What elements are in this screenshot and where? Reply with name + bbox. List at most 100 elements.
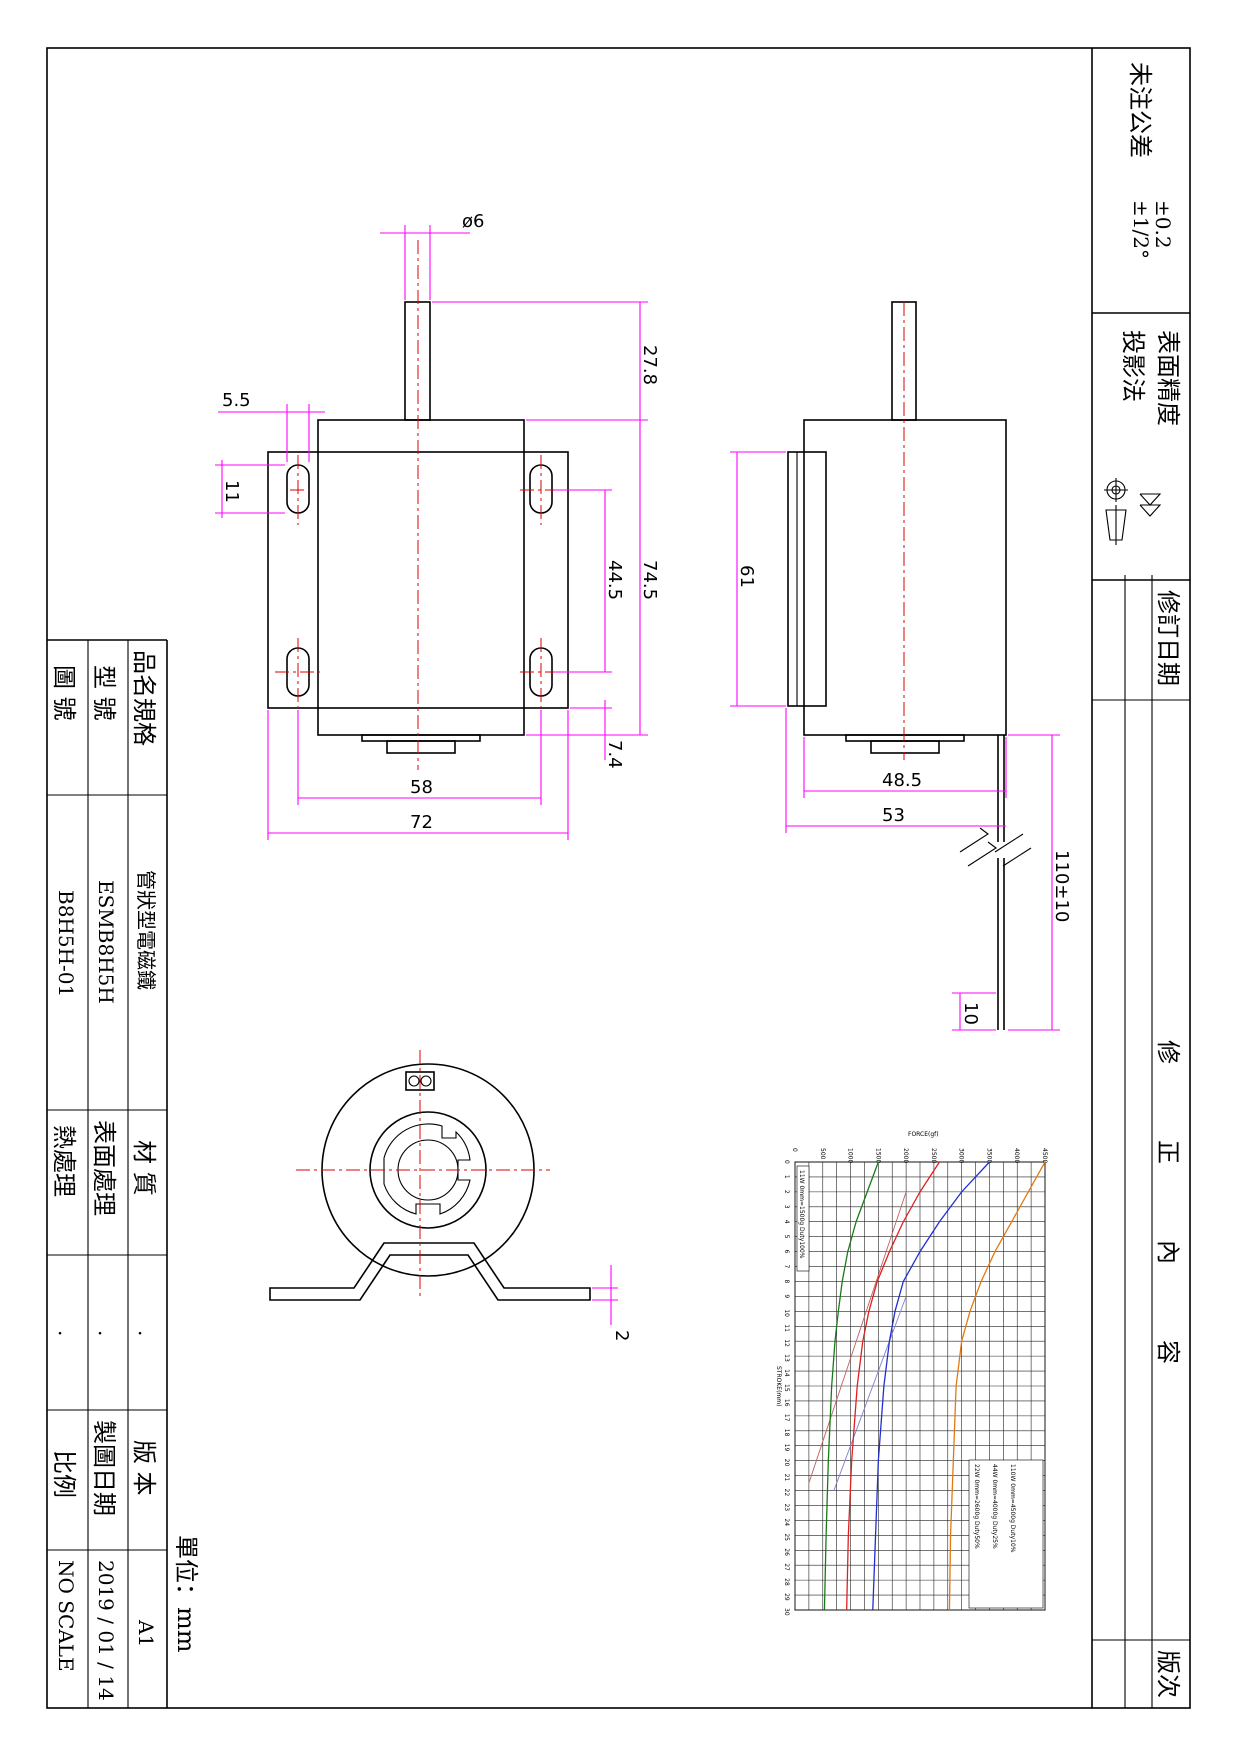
x-tick-label: 19 (783, 1444, 790, 1452)
x-tick-label: 17 (783, 1414, 790, 1422)
x-axis-label: STROKE(mm) (775, 1366, 782, 1406)
y-tick-label: 4000 (1013, 1148, 1020, 1163)
x-tick-label: 29 (783, 1593, 790, 1601)
y-tick-label: 2000 (902, 1148, 909, 1163)
lead-exit (405, 1071, 435, 1091)
x-tick-label: 24 (783, 1518, 790, 1526)
y-tick-label: 1000 (847, 1148, 854, 1163)
svg-text:修: 修 (1154, 1040, 1182, 1064)
y-tick-label: 4500 (1041, 1148, 1048, 1163)
x-tick-label: 14 (783, 1369, 790, 1377)
svg-text:內: 內 (1154, 1240, 1182, 1264)
x-tick-label: 18 (783, 1429, 790, 1437)
finish-triangles-icon (1139, 493, 1162, 517)
y-tick-label: 2500 (930, 1148, 937, 1163)
value-product-name: 管狀型電磁鐵 (134, 870, 158, 990)
mounting-slots (286, 464, 553, 697)
label-heat-treatment: 熱處理 (50, 1125, 78, 1197)
bottom-plate (361, 734, 481, 742)
x-tick-label: 6 (783, 1250, 790, 1254)
value-scale: NO SCALE (54, 1560, 78, 1672)
label-product-name: 品名規格 (130, 650, 158, 746)
y-tick-label: 0 (791, 1148, 798, 1152)
side-view (787, 301, 1032, 1030)
legend-entry: 44W 0mm=4000g Duty25% (991, 1464, 998, 1549)
revision-date-label: 修訂日期 (1154, 590, 1182, 686)
sheet-frame (46, 47, 1191, 1709)
projection-label: 投影法 (1119, 330, 1147, 402)
value-version: A1 (134, 1619, 158, 1647)
svg-text:容: 容 (1154, 1340, 1182, 1364)
dim-shaft-dia: ø6 (462, 211, 484, 232)
force-stroke-chart: 0123456789101112131415161718192021222324… (775, 1131, 1048, 1616)
legend-box-top (796, 1165, 810, 1272)
label-material: 材 質 (130, 1140, 158, 1196)
x-tick-label: 13 (783, 1354, 790, 1362)
dim-side-overall-depth: 53 (882, 805, 905, 826)
dim-side-bracket-height: 61 (736, 565, 757, 588)
bottom-boss (386, 740, 456, 754)
x-tick-label: 25 (783, 1533, 790, 1541)
x-tick-label: 10 (783, 1309, 790, 1317)
dim-lead-strip: 10 (960, 1002, 981, 1025)
revision-content-label: 修 正 內 容 (1154, 1040, 1182, 1364)
x-tick-label: 1 (783, 1175, 790, 1179)
x-tick-label: 11 (783, 1324, 790, 1332)
front-view (267, 240, 569, 770)
series-line-22w (846, 1161, 940, 1611)
dim-body-width: 58 (410, 777, 433, 798)
x-tick-label: 3 (783, 1205, 790, 1209)
x-tick-label: 16 (783, 1399, 790, 1407)
x-tick-label: 8 (783, 1279, 790, 1283)
solenoid-body (317, 419, 525, 736)
x-tick-label: 22 (783, 1489, 790, 1497)
surface-projection-note: 表面精度 投影法 (1104, 330, 1182, 545)
y-axis-label: FORCE(gf) (908, 1131, 939, 1138)
end-bore (369, 1111, 487, 1229)
label-surface-treatment: 表面處理 (90, 1120, 118, 1216)
value-drawing-date: 2019 / 01 / 14 (94, 1560, 118, 1701)
label-scale: 比例 (50, 1450, 78, 1498)
label-drawing-date: 製圖日期 (90, 1420, 118, 1516)
side-body (803, 419, 1007, 736)
series-line-44w (872, 1161, 990, 1611)
x-tick-label: 26 (783, 1548, 790, 1556)
x-tick-label: 27 (783, 1563, 790, 1571)
y-tick-label: 500 (819, 1148, 826, 1160)
revision-no-label: 版次 (1154, 1650, 1182, 1698)
dim-bracket-thk: 7.4 (604, 740, 625, 769)
x-tick-label: 0 (783, 1160, 790, 1164)
front-view-dimensions: ø6 5.5 11 27.8 74.5 44.5 7.4 58 (215, 211, 660, 840)
svg-text:正: 正 (1154, 1140, 1182, 1164)
y-tick-label: 3000 (958, 1148, 965, 1163)
legend-entry: 110W 0mm=4500g Duty10% (1009, 1464, 1016, 1553)
x-tick-label: 7 (783, 1265, 790, 1269)
side-bracket (787, 451, 827, 707)
value-material: . (134, 1330, 158, 1336)
value-model: ESMB8H5H (94, 880, 118, 1004)
tolerance-angular: ±1/2° (1129, 200, 1153, 259)
legend-entry: 11W 0mm=1500g Duty100% (798, 1170, 805, 1259)
y-tick-label: 3500 (985, 1148, 992, 1163)
value-heat-treatment: . (54, 1330, 78, 1336)
surface-finish-label: 表面精度 (1154, 330, 1182, 426)
dim-side-body-depth: 48.5 (882, 770, 922, 791)
label-version: 版 本 (130, 1440, 158, 1496)
reference-line (808, 1191, 907, 1484)
x-tick-label: 21 (783, 1474, 790, 1482)
side-view-dimensions: 61 48.5 53 110±10 10 (730, 451, 1072, 1031)
legend-box-bottom (968, 1459, 1044, 1609)
tolerance-note: 未注公差 ±0.2 ±1/2° (1126, 62, 1175, 259)
dim-bracket-width: 72 (410, 812, 433, 833)
x-tick-label: 30 (783, 1608, 790, 1616)
projection-symbol-icon (1104, 478, 1128, 545)
series-line-110w (948, 1161, 1046, 1611)
dim-slot-pitch: 44.5 (604, 560, 625, 600)
tolerance-linear: ±0.2 (1151, 200, 1175, 249)
value-surface-treatment: . (94, 1330, 118, 1336)
value-drawing-no: B8H5H-01 (54, 890, 78, 997)
dim-shaft-length: 27.8 (639, 345, 660, 385)
reference-line (833, 1296, 907, 1491)
end-view: 2 (269, 1050, 632, 1341)
